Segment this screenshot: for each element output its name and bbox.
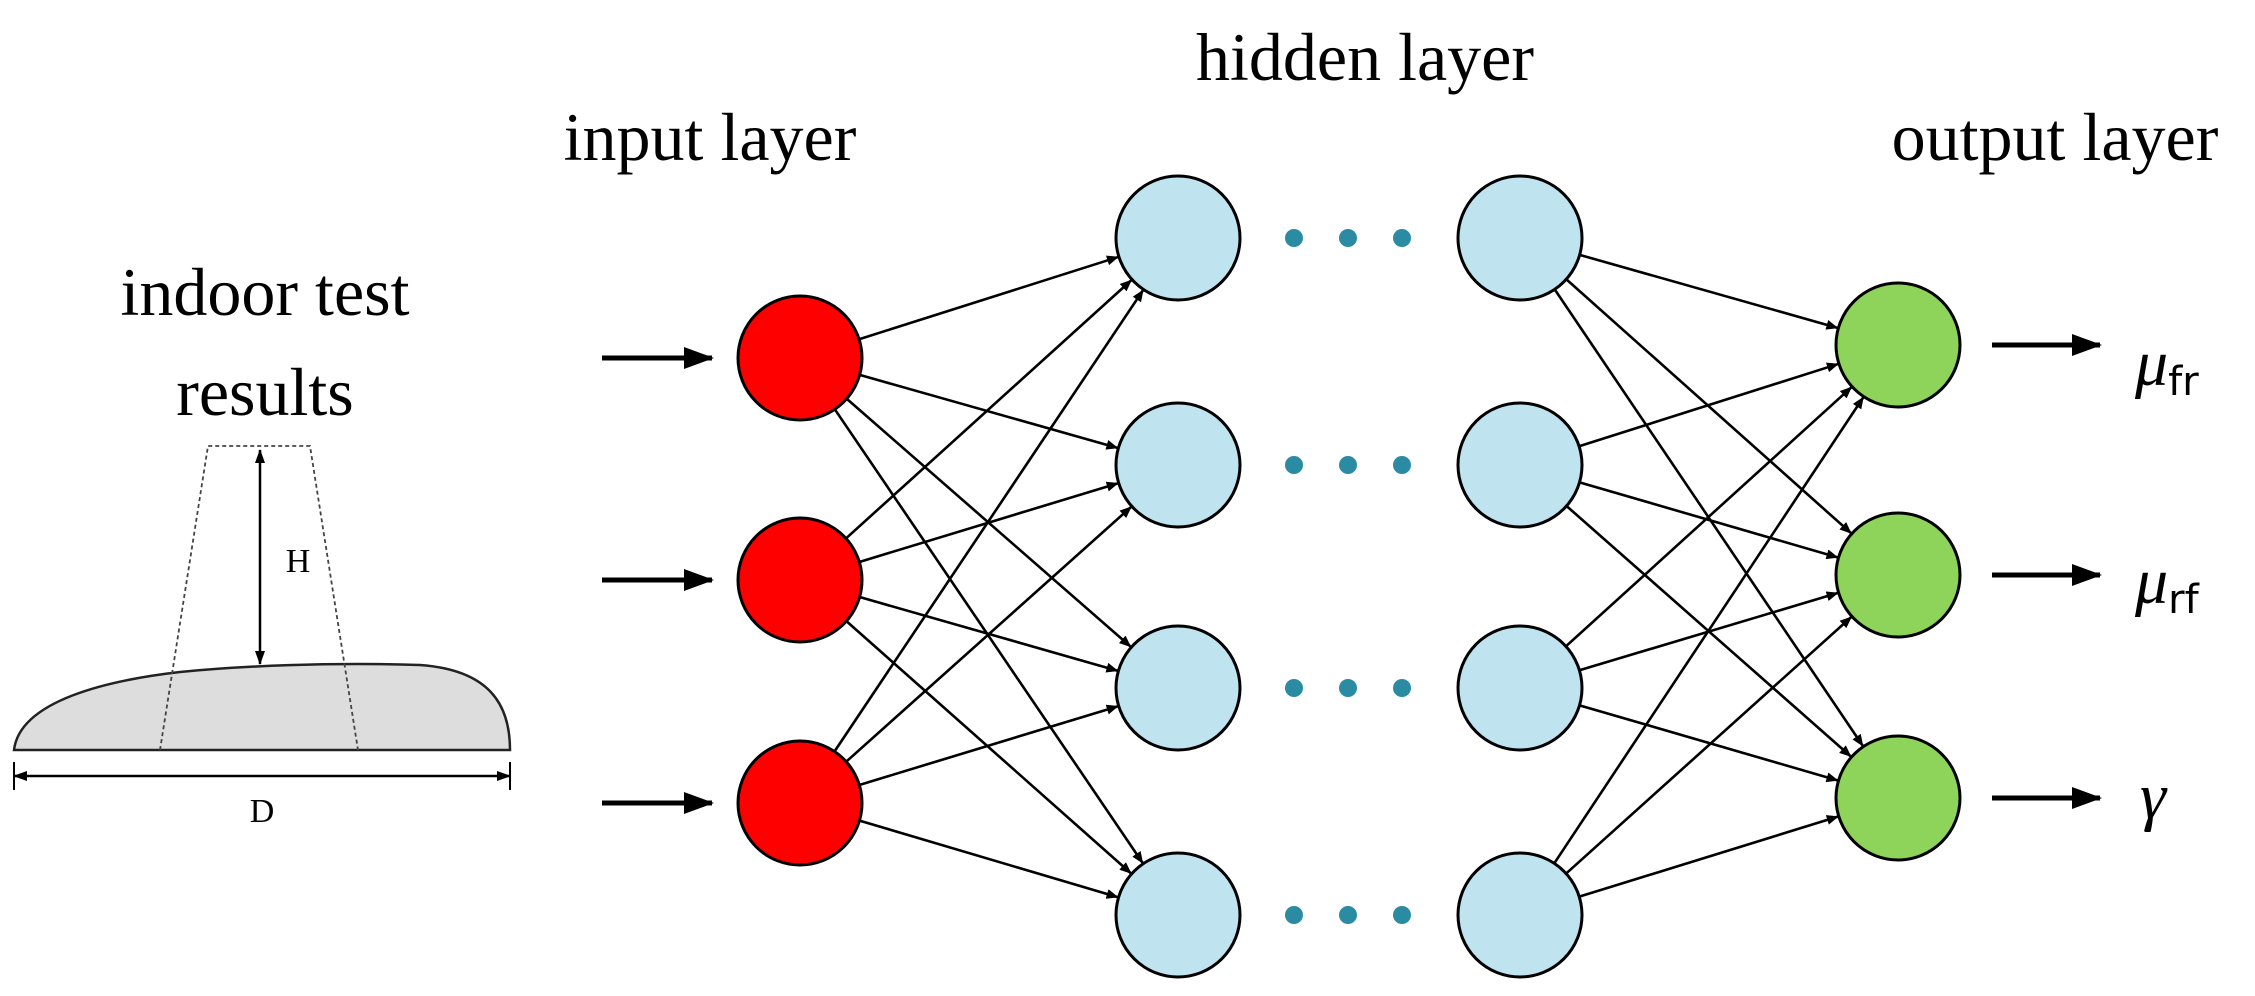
output-label-gamma: γ [2140, 760, 2168, 833]
hidden-node [1456, 401, 1584, 529]
ellipsis-dots [1285, 229, 1411, 924]
hidden-node [1114, 851, 1242, 979]
height-label: H [286, 543, 311, 580]
cone-outline [159, 445, 359, 751]
output-label-mu-rf: μrf [2134, 545, 2200, 623]
input-layer-title: input layer [564, 99, 857, 175]
output-subscript: rf [2168, 577, 2199, 623]
connection-edge [845, 506, 1132, 763]
hidden-node [1114, 624, 1242, 752]
ellipsis-dot [1393, 906, 1411, 924]
ellipsis-dot [1285, 456, 1303, 474]
input-node [736, 739, 864, 867]
hidden-node [1114, 401, 1242, 529]
hidden-layer-title: hidden layer [1196, 19, 1534, 95]
indoor-test-title-line1: indoor test [121, 254, 410, 330]
ellipsis-dot [1339, 456, 1357, 474]
io-arrows [602, 334, 2102, 814]
ellipsis-dot [1393, 229, 1411, 247]
connection-edge [1565, 616, 1853, 875]
hidden-node [1456, 174, 1584, 302]
connection-edge [858, 704, 1119, 787]
connection-edge [859, 373, 1119, 450]
output-label-mu-fr: μfr [2134, 327, 2199, 405]
ellipsis-dot [1339, 679, 1357, 697]
connection-edge [833, 408, 1144, 864]
ellipsis-dot [1339, 229, 1357, 247]
ellipsis-dot [1285, 229, 1303, 247]
connection-edge [858, 255, 1119, 341]
output-layer-title: output layer [1892, 99, 2219, 175]
connection-edge [1553, 396, 1865, 865]
ellipsis-dot [1285, 679, 1303, 697]
connection-edge [1579, 253, 1839, 330]
hidden-node [1456, 851, 1584, 979]
connection-edge [1578, 362, 1839, 448]
connection-edge [1565, 386, 1853, 648]
output-symbol: μ [2134, 545, 2168, 618]
output-symbol: γ [2140, 760, 2168, 833]
connection-edge [1578, 815, 1839, 898]
pile-sketch: H D [12, 445, 512, 830]
network-nodes [736, 174, 1962, 979]
output-subscript: fr [2168, 359, 2199, 405]
diameter-label: D [250, 793, 275, 830]
ellipsis-dot [1393, 679, 1411, 697]
ellipsis-dot [1285, 906, 1303, 924]
input-node [736, 516, 864, 644]
output-node [1834, 281, 1962, 409]
connection-edge [845, 620, 1132, 875]
hidden-node [1456, 624, 1584, 752]
output-symbol: μ [2134, 327, 2168, 400]
connection-edge [845, 279, 1133, 540]
hidden-node [1114, 174, 1242, 302]
ellipsis-dot [1393, 456, 1411, 474]
input-node [736, 294, 864, 422]
pile-shape [12, 662, 512, 752]
ellipsis-dot [1339, 906, 1357, 924]
output-node [1834, 511, 1962, 639]
connection-edge [833, 289, 1145, 753]
indoor-test-title-line2: results [176, 354, 354, 430]
output-node [1834, 734, 1962, 862]
connection-edge [1579, 704, 1839, 783]
connection-edge [859, 819, 1119, 899]
connection-edge [1579, 481, 1839, 560]
connection-edges [833, 253, 1865, 899]
